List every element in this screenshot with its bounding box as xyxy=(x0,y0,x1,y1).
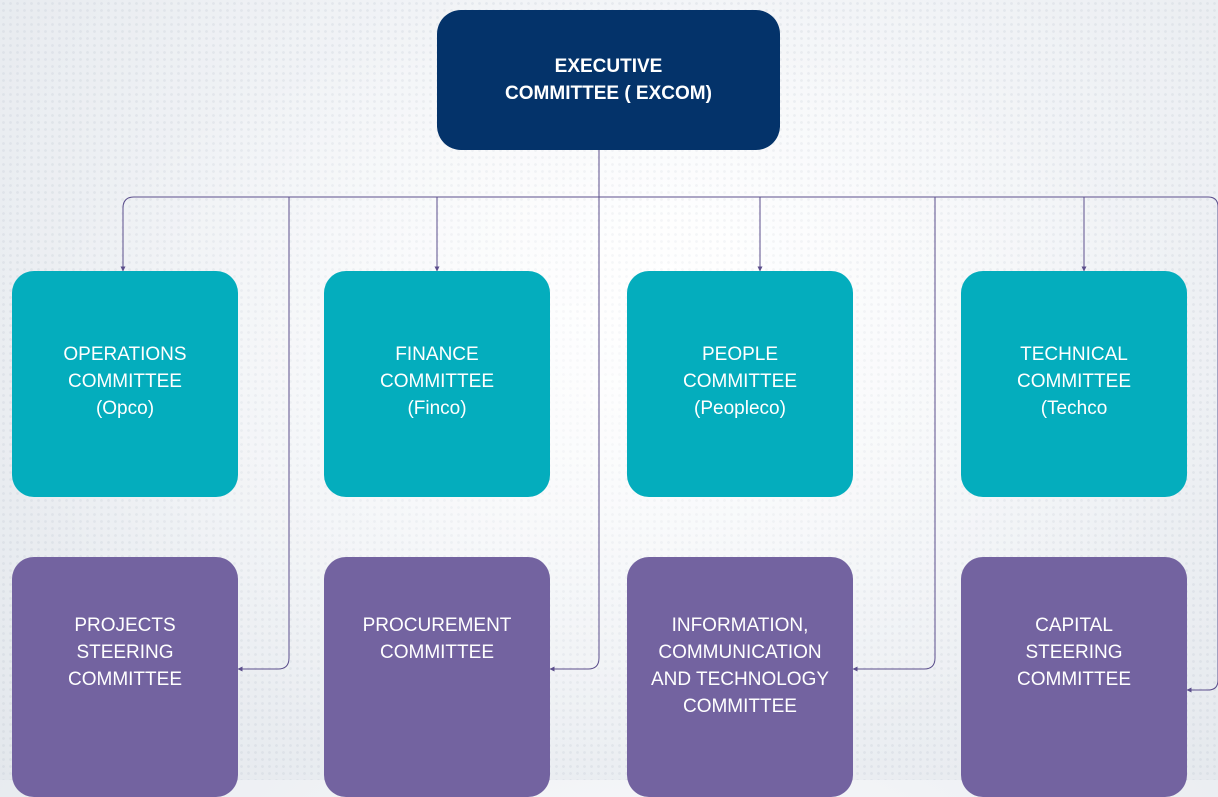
projects-steering-committee-label: PROJECTS STEERING COMMITTEE xyxy=(68,615,182,690)
procurement-committee-node: PROCUREMENT COMMITTEE xyxy=(324,557,550,797)
connector-to-projects-steering xyxy=(237,197,290,672)
people-committee-label: PEOPLE COMMITTEE (Peopleco) xyxy=(683,344,797,419)
procurement-committee-label: PROCUREMENT COMMITTEE xyxy=(362,615,512,663)
connector-to-operations xyxy=(120,196,135,272)
connector-to-ict xyxy=(852,197,936,672)
connector-to-procurement xyxy=(549,197,600,672)
connector-lines xyxy=(120,150,1218,693)
operations-committee-label: OPERATIONS COMMITTEE (Opco) xyxy=(63,344,187,419)
technical-committee-node: TECHNICAL COMMITTEE (Techco xyxy=(961,271,1187,497)
finance-committee-node: FINANCE COMMITTEE (Finco) xyxy=(324,271,550,497)
executive-committee-node: EXECUTIVE COMMITTEE ( EXCOM) xyxy=(437,10,780,150)
operations-committee-node: OPERATIONS COMMITTEE (Opco) xyxy=(12,271,238,497)
projects-steering-committee-node: PROJECTS STEERING COMMITTEE xyxy=(12,557,238,797)
connector-to-capital-steering xyxy=(1186,196,1218,693)
ict-committee-label: INFORMATION, COMMUNICATION AND TECHNOLOG… xyxy=(650,615,830,717)
capital-steering-committee-node: CAPITAL STEERING COMMITTEE xyxy=(961,557,1187,797)
people-committee-node: PEOPLE COMMITTEE (Peopleco) xyxy=(627,271,853,497)
technical-committee-label: TECHNICAL COMMITTEE (Techco xyxy=(1017,344,1131,419)
finance-committee-label: FINANCE COMMITTEE (Finco) xyxy=(380,344,494,419)
ict-committee-node: INFORMATION, COMMUNICATION AND TECHNOLOG… xyxy=(627,557,853,797)
executive-committee-label: EXECUTIVE COMMITTEE ( EXCOM) xyxy=(505,56,712,104)
capital-steering-committee-label: CAPITAL STEERING COMMITTEE xyxy=(1017,615,1131,690)
